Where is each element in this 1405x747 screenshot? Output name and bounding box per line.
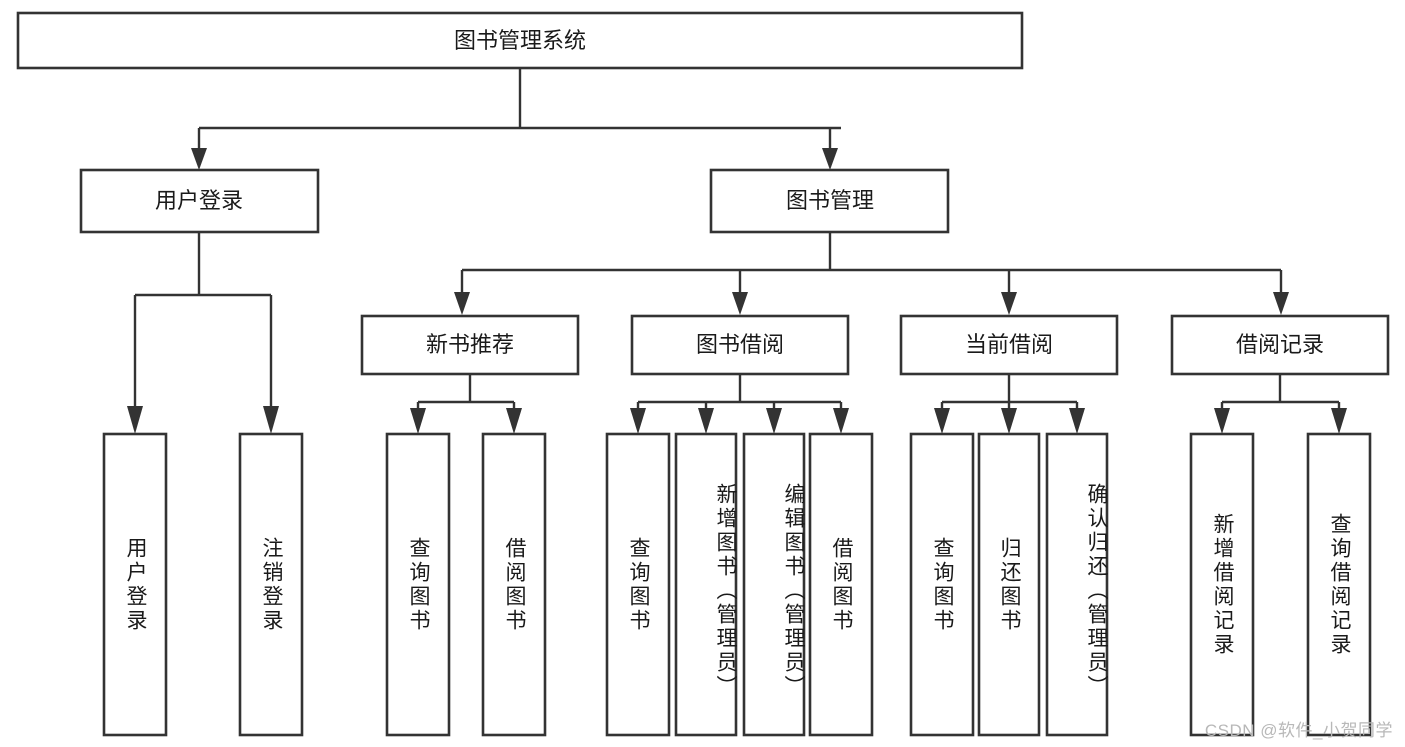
arrow-head-leaf-logout-login: [263, 406, 279, 434]
node-current-borrow[interactable]: 当前借阅: [899, 314, 1119, 376]
arrow-head-leaf-add-borrow-record: [1214, 408, 1230, 434]
node-new-book-recommend-label: 新书推荐: [426, 332, 514, 357]
arrow-head-book-borrow: [732, 292, 748, 315]
arrow-head-leaf-borrow-book-1: [506, 408, 522, 434]
node-leaf-logout-login-box[interactable]: [238, 432, 304, 737]
node-current-borrow-box[interactable]: [899, 314, 1119, 376]
connector-root-to-level2: [191, 68, 841, 170]
node-leaf-borrow-book-2-box[interactable]: [808, 432, 874, 737]
node-leaf-confirm-return-admin-box[interactable]: [1045, 432, 1109, 737]
node-book-borrow[interactable]: 图书借阅: [630, 314, 850, 376]
node-current-borrow-label: 当前借阅: [965, 332, 1053, 357]
arrow-head-leaf-edit-book-admin: [766, 408, 782, 434]
node-user-login[interactable]: 用户登录: [79, 168, 320, 234]
node-user-login-box[interactable]: [79, 168, 320, 234]
node-book-management-box[interactable]: [709, 168, 950, 234]
node-borrow-record-box[interactable]: [1170, 314, 1390, 376]
node-leaf-return-book-box[interactable]: [977, 432, 1041, 737]
node-leaf-query-book-1-box[interactable]: [385, 432, 451, 737]
node-user-login-label: 用户登录: [155, 188, 243, 213]
node-leaf-add-book-admin-box[interactable]: [674, 432, 738, 737]
node-root-label: 图书管理系统: [454, 28, 586, 53]
node-leaf-query-book-3-box[interactable]: [909, 432, 975, 737]
arrow-head-borrow-record: [1273, 292, 1289, 315]
connector-current-borrow-to-leaves: [934, 374, 1085, 434]
connector-book-management-to-level3: [454, 232, 1289, 315]
node-leaf-edit-book-admin-box[interactable]: [742, 432, 806, 737]
node-leaf-borrow-book-1-box[interactable]: [481, 432, 547, 737]
node-new-book-recommend-box[interactable]: [360, 314, 580, 376]
connector-borrow-record-to-leaves: [1214, 374, 1347, 434]
node-leaf-add-borrow-record-box[interactable]: [1189, 432, 1255, 737]
arrow-head-user-login: [191, 148, 207, 170]
arrow-head-leaf-query-borrow-record: [1331, 408, 1347, 434]
arrow-head-current-borrow: [1001, 292, 1017, 315]
csdn-watermark: CSDN @软件_小贺同学: [1204, 721, 1393, 740]
node-book-management[interactable]: 图书管理: [709, 168, 950, 234]
connector-new-book-recommend-to-leaves: [410, 374, 522, 434]
connector-book-borrow-to-leaves: [630, 374, 849, 434]
node-new-book-recommend[interactable]: 新书推荐: [360, 314, 580, 376]
node-book-borrow-box[interactable]: [630, 314, 850, 376]
arrow-head-leaf-query-book-1: [410, 408, 426, 434]
arrow-head-leaf-query-book-2: [630, 408, 646, 434]
arrow-head-leaf-query-book-3: [934, 408, 950, 434]
node-leaf-query-book-2-box[interactable]: [605, 432, 671, 737]
arrow-head-leaf-borrow-book-2: [833, 408, 849, 434]
connector-user-login-to-leaves: [127, 232, 279, 434]
node-borrow-record[interactable]: 借阅记录: [1170, 314, 1390, 376]
arrow-head-leaf-return-book: [1001, 408, 1017, 434]
node-root[interactable]: 图书管理系统: [16, 11, 1024, 70]
node-borrow-record-label: 借阅记录: [1236, 332, 1324, 357]
arrow-head-leaf-confirm-return-admin: [1069, 408, 1085, 434]
node-book-borrow-label: 图书借阅: [696, 332, 784, 357]
node-leaf-user-login-box[interactable]: [102, 432, 168, 737]
arrow-head-leaf-add-book-admin: [698, 408, 714, 434]
arrow-head-book-management: [822, 148, 838, 170]
node-book-management-label: 图书管理: [786, 188, 874, 213]
arrow-head-new-book-recommend: [454, 292, 470, 315]
node-leaf-query-borrow-record-box[interactable]: [1306, 432, 1372, 737]
node-root-box[interactable]: [16, 11, 1024, 70]
arrow-head-leaf-user-login: [127, 406, 143, 434]
